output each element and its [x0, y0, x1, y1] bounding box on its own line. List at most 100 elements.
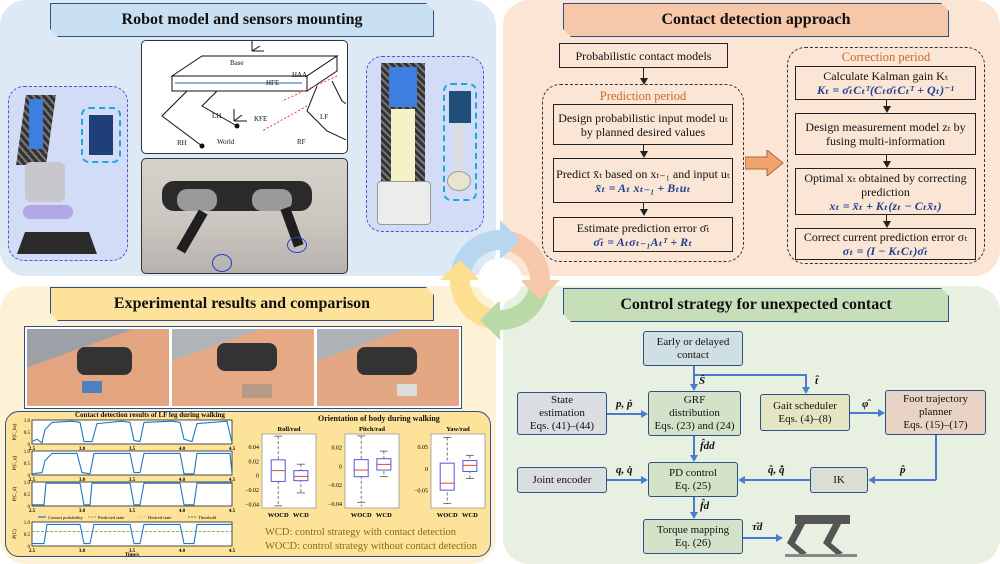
legend-label: Desired state	[148, 515, 171, 520]
legend-label: Predicted state	[98, 515, 124, 520]
x-tick-label: 2.5	[29, 509, 36, 514]
signal-p-hat: p̂	[900, 464, 906, 476]
orientation-title: Orientation of body during walking	[318, 414, 440, 423]
x-tick-label: 3.5	[129, 478, 136, 483]
signal-s-hat: Ŝ	[699, 375, 706, 387]
y-tick-label: −0.04	[245, 502, 259, 508]
x-axis-label: Time/s	[125, 553, 139, 558]
outlier-marker: +	[359, 502, 363, 510]
box-line: Eq. (26)	[674, 536, 712, 549]
step-equation: x̄ₜ = Aₜ xₜ₋₁ + Bₜuₜ	[595, 180, 691, 195]
legend-label: Threshold	[198, 515, 217, 520]
x-tick-label: 4.0	[179, 447, 186, 452]
control-strategy-title: Control strategy for unexpected contact	[563, 288, 949, 322]
box-line: Torque mapping	[656, 523, 730, 536]
y-tick-label: −0.02	[328, 483, 342, 489]
robot-model-title: Robot model and sensors mounting	[50, 3, 434, 37]
y-tick-label: 1.0	[24, 481, 31, 486]
category-label: WCD	[462, 512, 478, 519]
x-tick-label: 4.5	[229, 447, 236, 452]
label-lh: LH	[212, 112, 222, 120]
box-line: PD control	[669, 466, 717, 479]
quadruped-robot-icon	[785, 515, 857, 557]
x-tick-label: 2.5	[29, 549, 36, 554]
x-tick-label: 2.5	[29, 478, 36, 483]
y-tick-label: −0.05	[414, 489, 428, 495]
step-equation: σ̄ₜ = Aₜσₜ₋₁Aₜᵀ + Rₜ	[593, 234, 693, 249]
wocd-note: WOCD: control strategy without contact d…	[265, 541, 477, 552]
category-label: WCD	[293, 512, 309, 519]
category-label: WCD	[376, 512, 392, 519]
step-text: Design probabilistic input model uₜ by p…	[558, 110, 728, 139]
y-tick-label: 0.02	[332, 445, 343, 451]
ik-box: IK	[810, 467, 868, 493]
x-tick-label: 3.0	[79, 478, 86, 483]
box-line: Eqs. (15)–(17)	[903, 419, 968, 431]
subplot-ylabel: P(C_he)	[13, 423, 18, 440]
step-text: Design measurement model zₜ by fusing mu…	[805, 120, 966, 148]
kinematic-diagram: Base HFE HAA KFE LH LF RH RF World	[141, 40, 373, 154]
step-text: Predict x̄ₜ based on xₜ₋₁ and input uₜ	[556, 166, 730, 181]
x-tick-label: 3.5	[129, 509, 136, 514]
subplot-ylabel: P(C)	[13, 529, 18, 539]
prediction-step-1: Design probabilistic input model uₜ by p…	[553, 104, 733, 145]
contact-chart-title: Contact detection results of LF leg duri…	[75, 411, 225, 419]
x-tick-label: 4.5	[229, 509, 236, 514]
signal-f-d: f̂d	[700, 500, 710, 512]
correction-period-group	[787, 47, 985, 264]
experiment-photo-strip	[24, 326, 462, 409]
y-tick-label: 0	[425, 467, 428, 473]
x-tick-label: 4.0	[179, 509, 186, 514]
y-tick-label: 0	[28, 474, 31, 479]
step-text: Estimate prediction error σ̄ₜ	[576, 220, 710, 235]
prediction-to-correction-arrow	[745, 150, 784, 176]
signal-p-pdot: p, ṗ	[616, 398, 633, 410]
box-line: Early or delayed	[656, 335, 730, 348]
label-haa: HAA	[292, 71, 308, 79]
label-rh: RH	[177, 139, 187, 147]
signal-f-dd: f̂dd	[700, 440, 715, 452]
boxplot-frame	[344, 433, 400, 509]
y-tick-label: 0.5	[24, 431, 31, 436]
step-text: Calculate Kalman gain Kₜ	[823, 69, 948, 83]
wcd-note: WCD: control strategy with contact detec…	[265, 527, 456, 538]
signal-q-qdot: q, q̇	[616, 464, 633, 476]
signal-tau-d: τ̂d	[752, 521, 763, 533]
x-tick-label: 2.5	[29, 447, 36, 452]
x-tick-label: 4.0	[179, 478, 186, 483]
y-tick-label: 0.5	[24, 533, 31, 538]
y-tick-label: 0	[28, 505, 31, 510]
left-sensor-inset	[8, 86, 128, 261]
label-kfe: KFE	[254, 115, 268, 123]
box-line: Eqs. (23) and (24)	[654, 420, 735, 432]
category-label: WOCD	[351, 512, 372, 519]
box-line: planner	[919, 406, 952, 418]
box-line: Eqs. (41)–(44)	[529, 420, 595, 432]
step-text: Correct current prediction error σₜ	[803, 230, 968, 244]
box-line: Foot trajectory	[902, 393, 969, 405]
experimental-title: Experimental results and comparison	[50, 287, 434, 321]
box-line: Joint encoder	[532, 473, 592, 486]
step-text: Optimal xₜ obtained by correcting predic…	[804, 170, 967, 199]
robot-photo	[141, 158, 348, 274]
joint-encoder-box: Joint encoder	[517, 467, 607, 493]
experiment-photo-3	[317, 329, 459, 406]
category-label: WOCD	[437, 512, 458, 519]
contact-probability-line	[31, 452, 233, 475]
boxplot-title: Roll/rad	[277, 426, 300, 433]
label-rf: RF	[297, 138, 306, 146]
box-line: Gait scheduler	[773, 399, 837, 412]
y-tick-label: −0.04	[328, 502, 342, 508]
signal-phi-hat: φ̂	[862, 398, 869, 410]
step-equation: xₜ = x̄ₜ + Kₜ(zₜ − Cₜx̄ₜ)	[829, 198, 942, 213]
box-line: estimation	[539, 407, 585, 419]
